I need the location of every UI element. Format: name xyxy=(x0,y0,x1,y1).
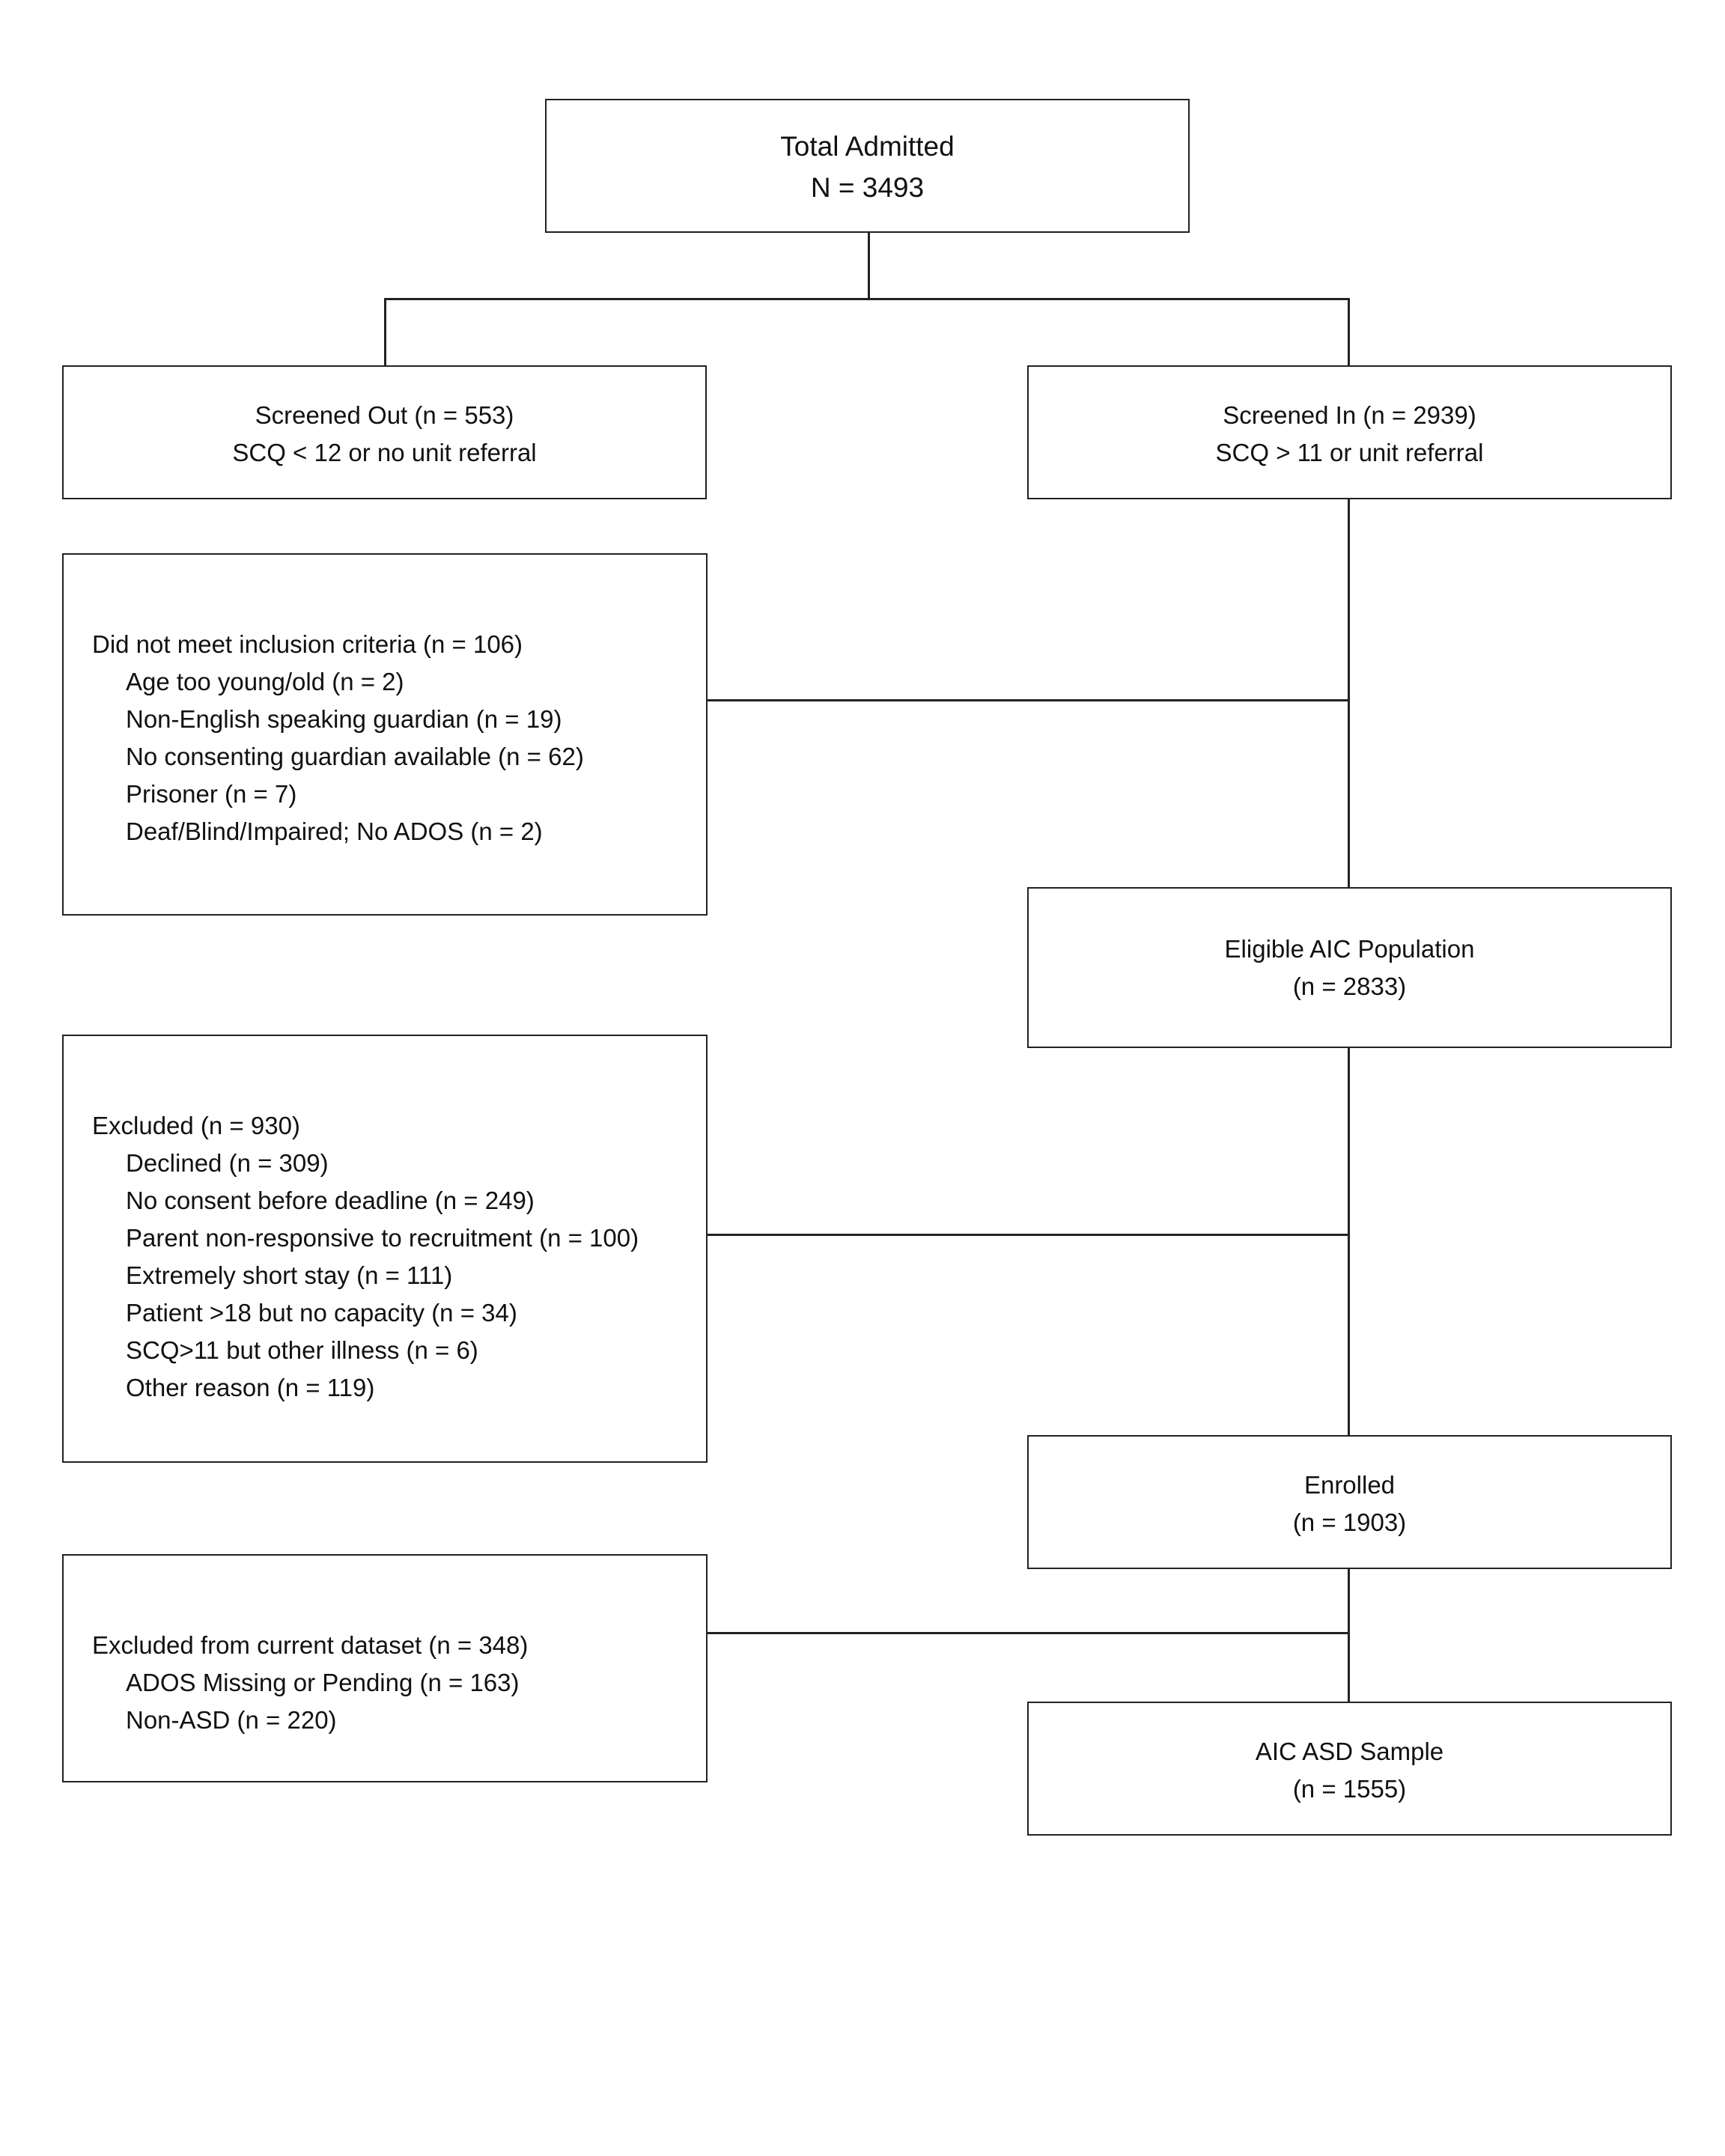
total-admitted-count: N = 3493 xyxy=(810,172,925,203)
inclusion-item-age: Age too young/old (n = 2) xyxy=(126,668,404,695)
enrolled-box: Enrolled (n = 1903) xyxy=(1027,1435,1672,1569)
dataset-excluded-heading: Excluded from current dataset (n = 348) xyxy=(92,1631,529,1659)
connector-main-trunk-2 xyxy=(1348,1047,1350,1436)
dataset-excluded-item-non-asd: Non-ASD (n = 220) xyxy=(126,1706,337,1734)
screened-out-box: Screened Out (n = 553) SCQ < 12 or no un… xyxy=(62,365,707,499)
screened-out-criteria: SCQ < 12 or no unit referral xyxy=(232,439,537,466)
total-admitted-box: Total Admitted N = 3493 xyxy=(545,99,1190,233)
excluded-item-declined: Declined (n = 309) xyxy=(126,1149,329,1177)
enrolled-label: Enrolled xyxy=(1303,1471,1396,1499)
eligible-population-label: Eligible AIC Population xyxy=(1224,935,1475,963)
asd-sample-box: AIC ASD Sample (n = 1555) xyxy=(1027,1702,1672,1836)
excluded-heading: Excluded (n = 930) xyxy=(92,1112,300,1139)
dataset-excluded-item-ados-missing: ADOS Missing or Pending (n = 163) xyxy=(126,1669,520,1696)
asd-sample-count: (n = 1555) xyxy=(1292,1775,1407,1803)
inclusion-item-prisoner: Prisoner (n = 7) xyxy=(126,780,297,808)
connector-split-horizontal xyxy=(384,298,1349,300)
connector-total-down xyxy=(868,231,870,299)
excluded-item-other-illness: SCQ>11 but other illness (n = 6) xyxy=(126,1336,478,1364)
screened-in-criteria: SCQ > 11 or unit referral xyxy=(1215,439,1484,466)
connector-to-excluded xyxy=(708,1234,1349,1236)
enrolled-count: (n = 1903) xyxy=(1292,1508,1407,1536)
excluded-item-other-reason: Other reason (n = 119) xyxy=(126,1374,375,1401)
excluded-item-no-capacity: Patient >18 but no capacity (n = 34) xyxy=(126,1299,517,1327)
excluded-item-parent-nonresponsive: Parent non-responsive to recruitment (n … xyxy=(126,1224,639,1252)
inclusion-item-no-guardian: No consenting guardian available (n = 62… xyxy=(126,743,584,770)
total-admitted-title: Total Admitted xyxy=(780,131,955,162)
inclusion-criteria-heading: Did not meet inclusion criteria (n = 106… xyxy=(92,630,523,658)
dataset-excluded-box: Excluded from current dataset (n = 348) … xyxy=(62,1554,708,1782)
eligible-population-count: (n = 2833) xyxy=(1292,972,1407,1000)
connector-to-dataset-excluded xyxy=(708,1632,1349,1634)
excluded-box: Excluded (n = 930) Declined (n = 309) No… xyxy=(62,1035,708,1463)
connector-to-screened-out xyxy=(384,298,386,365)
connector-main-trunk-1 xyxy=(1348,499,1350,889)
screened-in-label: Screened In (n = 2939) xyxy=(1223,401,1476,429)
inclusion-item-deaf-blind: Deaf/Blind/Impaired; No ADOS (n = 2) xyxy=(126,817,543,845)
connector-main-trunk-3 xyxy=(1348,1568,1350,1702)
connector-to-screened-in xyxy=(1348,298,1350,365)
eligible-population-box: Eligible AIC Population (n = 2833) xyxy=(1027,887,1672,1048)
asd-sample-label: AIC ASD Sample xyxy=(1255,1738,1444,1765)
inclusion-criteria-box: Did not meet inclusion criteria (n = 106… xyxy=(62,553,708,916)
inclusion-item-non-english: Non-English speaking guardian (n = 19) xyxy=(126,705,562,733)
connector-to-inclusion xyxy=(708,699,1349,701)
excluded-item-no-consent: No consent before deadline (n = 249) xyxy=(126,1187,535,1214)
screened-in-box: Screened In (n = 2939) SCQ > 11 or unit … xyxy=(1027,365,1672,499)
excluded-item-short-stay: Extremely short stay (n = 111) xyxy=(126,1261,453,1289)
screened-out-label: Screened Out (n = 553) xyxy=(255,401,514,429)
